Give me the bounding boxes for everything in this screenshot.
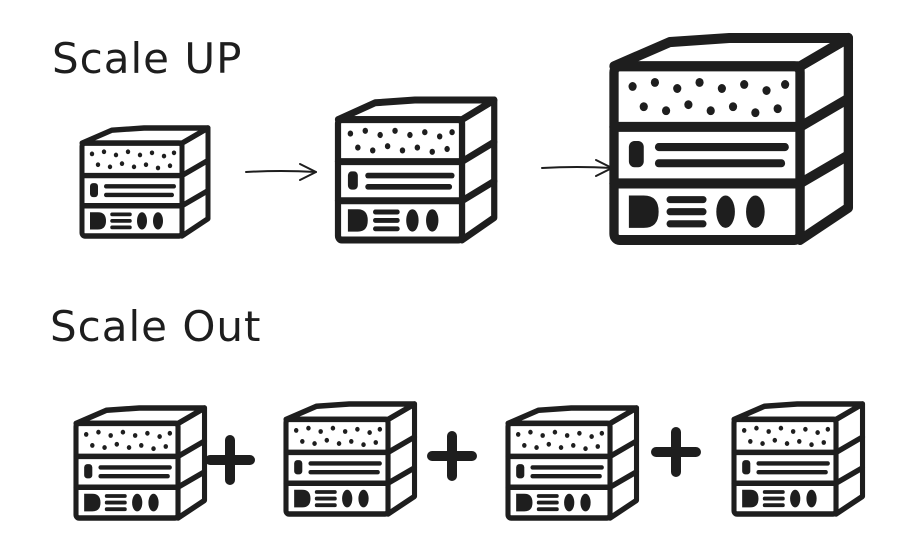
server-small-icon (82, 128, 208, 236)
server-unit-3-icon (508, 408, 637, 518)
plus-icon (656, 432, 696, 472)
server-large-icon (614, 38, 848, 240)
arrow-right-icon (245, 163, 317, 181)
server-medium-icon (338, 100, 494, 240)
server-unit-1-icon (76, 408, 205, 518)
server-unit-2-icon (286, 404, 415, 514)
scale-up-title: Scale UP (52, 34, 243, 83)
scale-out-title: Scale Out (50, 302, 262, 351)
plus-icon (432, 436, 472, 476)
arrow-right-icon (541, 159, 613, 177)
plus-icon (210, 440, 250, 480)
server-unit-4-icon (734, 404, 863, 514)
